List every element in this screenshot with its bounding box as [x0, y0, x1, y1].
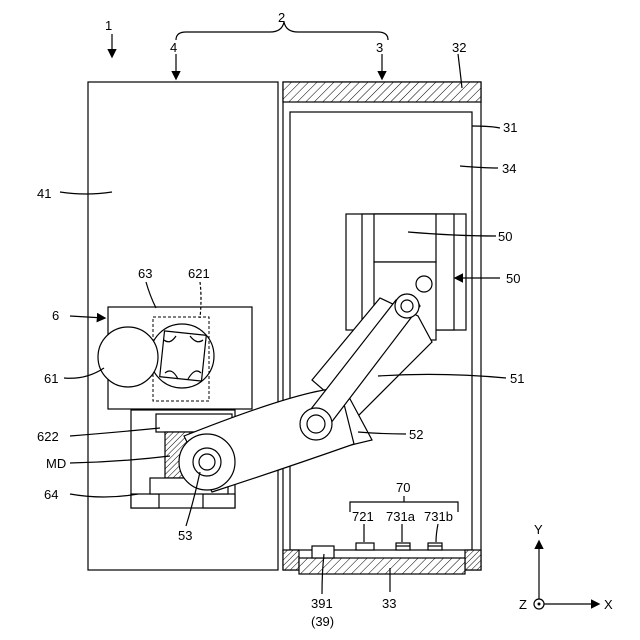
label-50-upper: 50: [498, 229, 512, 244]
label-63: 63: [138, 266, 152, 281]
label-2: 2: [278, 10, 285, 25]
label-52: 52: [409, 427, 423, 442]
z-axis-dot: [538, 603, 541, 606]
label-39: (39): [311, 614, 334, 629]
base-joint-inner: [199, 454, 215, 470]
foot-right: [203, 494, 235, 508]
label-50-lower: 50: [506, 271, 520, 286]
sensor-721-block: [356, 543, 374, 550]
label-34: 34: [502, 161, 516, 176]
label-32: 32: [452, 40, 466, 55]
label-731a: 731a: [386, 509, 416, 524]
axis-x-label: X: [604, 597, 613, 612]
wrist-joint-inner: [307, 415, 325, 433]
axis-z-label: Z: [519, 597, 527, 612]
rod-top-joint-inner: [401, 300, 413, 312]
label-53: 53: [178, 528, 192, 543]
coordinate-axes: Y X Z: [519, 522, 613, 612]
label-622: 622: [37, 429, 59, 444]
label-64: 64: [44, 487, 58, 502]
label-721: 721: [352, 509, 374, 524]
hand-top-block: [374, 214, 436, 262]
label-3: 3: [376, 40, 383, 55]
bottom-left-corner-block: [283, 550, 299, 570]
wafer-square: [160, 331, 207, 381]
label-MD: MD: [46, 456, 66, 471]
label-31: 31: [503, 120, 517, 135]
foot-391: [312, 546, 334, 558]
label-51: 51: [510, 371, 524, 386]
label-6: 6: [52, 308, 59, 323]
label-70: 70: [396, 480, 410, 495]
hand-pivot-small: [416, 276, 432, 292]
label-61: 61: [44, 371, 58, 386]
bottom-right-corner-block: [465, 550, 481, 570]
foot-left: [131, 494, 159, 508]
label-391: 391: [311, 596, 333, 611]
top-plate-hatched: [283, 82, 481, 102]
label-1: 1: [105, 18, 112, 33]
label-33: 33: [382, 596, 396, 611]
label-731b: 731b: [424, 509, 453, 524]
disc-61: [98, 327, 158, 387]
label-41: 41: [37, 186, 51, 201]
label-621: 621: [188, 266, 210, 281]
label-4: 4: [170, 40, 177, 55]
axis-y-label: Y: [534, 522, 543, 537]
